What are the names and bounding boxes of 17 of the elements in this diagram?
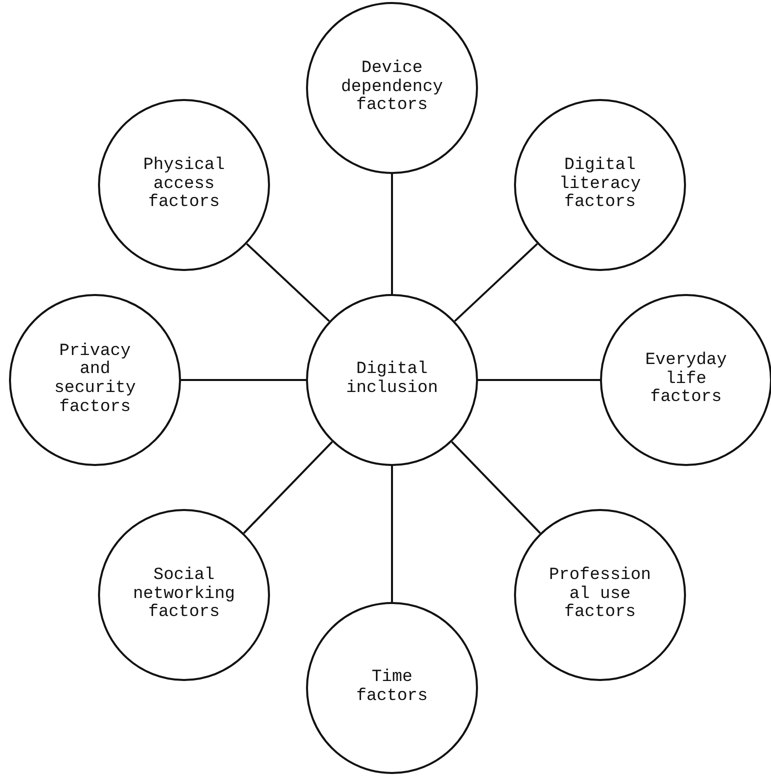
node-label: Physical access factors <box>142 156 226 214</box>
node-label: Digital inclusion <box>345 361 439 399</box>
connector-line <box>391 174 393 294</box>
node-label: Everyday life factors <box>644 352 728 408</box>
connector-line <box>478 379 600 381</box>
connector-line <box>451 441 541 534</box>
node-label: Privacy and security factors <box>53 342 137 418</box>
connector-line <box>243 441 333 534</box>
connector-line <box>246 243 330 322</box>
connector-line <box>181 379 306 381</box>
node-label: Digital literacy factors <box>558 156 642 214</box>
node-label: Device dependency factors <box>340 60 444 116</box>
node-label: Profession al use factors <box>548 566 652 624</box>
node-label: Social networking factors <box>132 566 236 624</box>
node-label: Time factors <box>355 669 429 707</box>
connector-line <box>391 466 393 602</box>
connector-line <box>454 243 538 322</box>
